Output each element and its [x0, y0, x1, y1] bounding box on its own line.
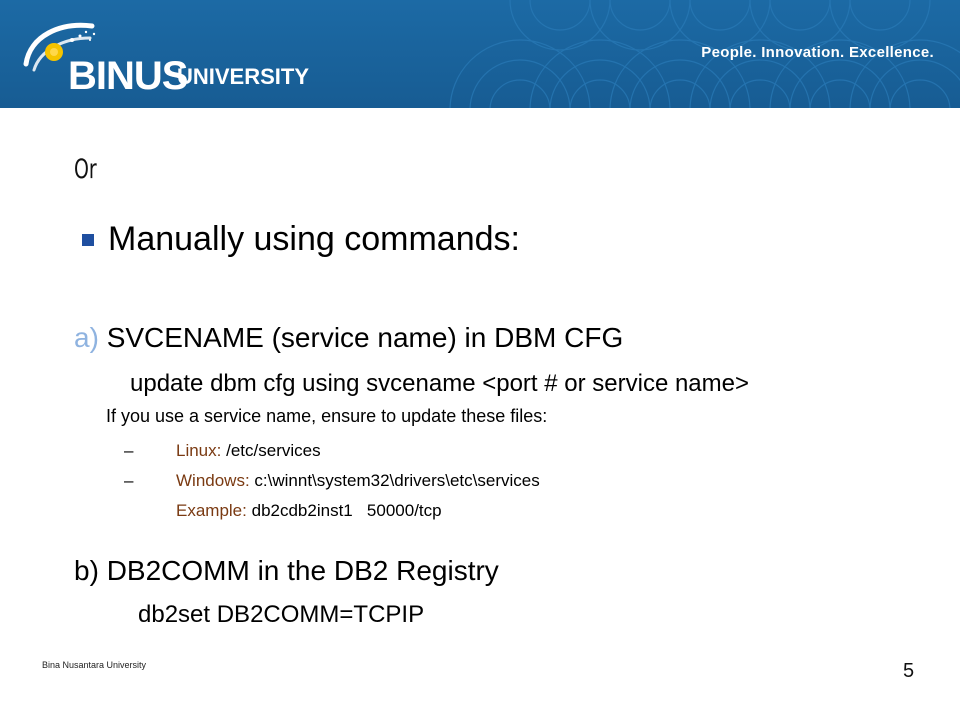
wave-pattern-decoration: [449, 0, 960, 108]
section-a-title: a) SVCENAME (service name) in DBM CFG: [74, 322, 623, 354]
section-a-note: If you use a service name, ensure to upd…: [106, 406, 548, 426]
list-item-value: c:\winnt\system32\drivers\etc\services: [254, 471, 540, 490]
footer-source: Bina Nusantara University: [42, 660, 147, 670]
list-item-example: Example: db2cdb2inst1 50000/tcp: [124, 496, 540, 526]
section-a-command: update dbm cfg using svcename <port # or…: [130, 370, 750, 397]
square-bullet-icon: [82, 234, 94, 246]
list-item-windows: – Windows: c:\winnt\system32\drivers\etc\…: [124, 466, 540, 496]
slide-heading: Manually using commands:: [108, 220, 520, 258]
header-bar: BINUS UNIVERSITY People. Innovation. Exc…: [0, 0, 960, 108]
section-a-title-text: SVCENAME (service name) in DBM CFG: [106, 322, 624, 353]
binus-emblem-icon: [23, 22, 96, 72]
list-item-value: /etc/services: [226, 441, 321, 460]
intro-text: Or: [74, 154, 97, 185]
example-label: Example:: [176, 501, 247, 520]
list-item-label: Linux:: [176, 441, 222, 460]
list-dash: –: [124, 471, 134, 490]
page-number: 5: [903, 660, 915, 682]
section-b-command: db2set DB2COMM=TCPIP: [138, 601, 425, 628]
section-b-title-text: DB2COMM in the DB2 Registry: [106, 555, 499, 586]
section-b-marker: b): [74, 555, 99, 586]
logo-suffix: UNIVERSITY: [177, 64, 310, 89]
list-item-label: Windows:: [176, 471, 250, 490]
section-b-title: b) DB2COMM in the DB2 Registry: [74, 555, 499, 587]
files-list: – Linux: /etc/services – Windows: c:\winnt…: [124, 436, 540, 526]
example-value: db2cdb2inst1 50000/tcp: [251, 501, 442, 520]
list-item-linux: – Linux: /etc/services: [124, 436, 540, 466]
section-a-marker: a): [74, 322, 99, 353]
logo-wordmark: BINUS: [68, 54, 188, 98]
list-dash: –: [124, 441, 134, 460]
header-tagline: People. Innovation. Excellence.: [701, 44, 934, 61]
